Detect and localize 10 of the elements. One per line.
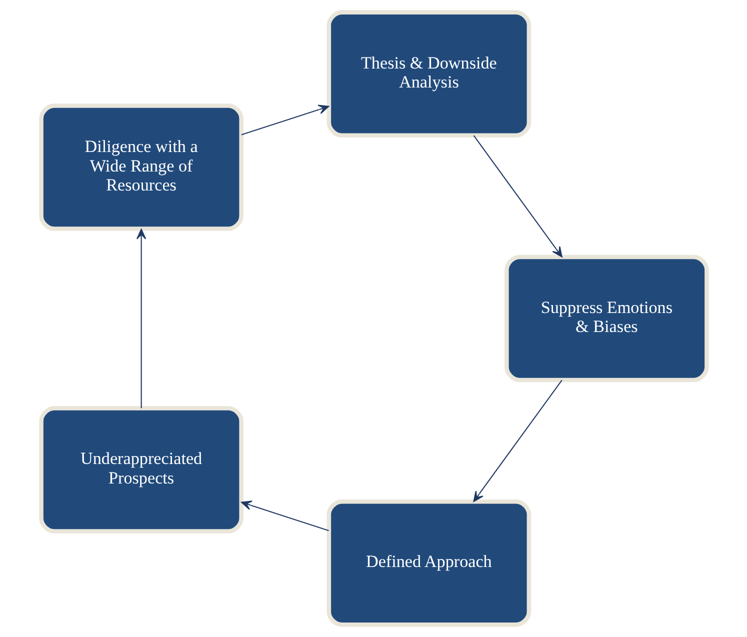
node-box: Thesis & Downside Analysis: [326, 10, 531, 138]
arrow: [136, 228, 146, 408]
node-box: Defined Approach: [326, 500, 531, 627]
arrow: [472, 380, 562, 502]
arrow: [472, 135, 562, 258]
node-box: Suppress Emotions & Biases: [504, 254, 708, 382]
arrow: [240, 104, 329, 136]
node-box: Diligence with a Wide Range of Resources: [38, 104, 243, 231]
arrow: [240, 500, 328, 532]
node-box: Underappreciated Prospects: [38, 406, 243, 534]
